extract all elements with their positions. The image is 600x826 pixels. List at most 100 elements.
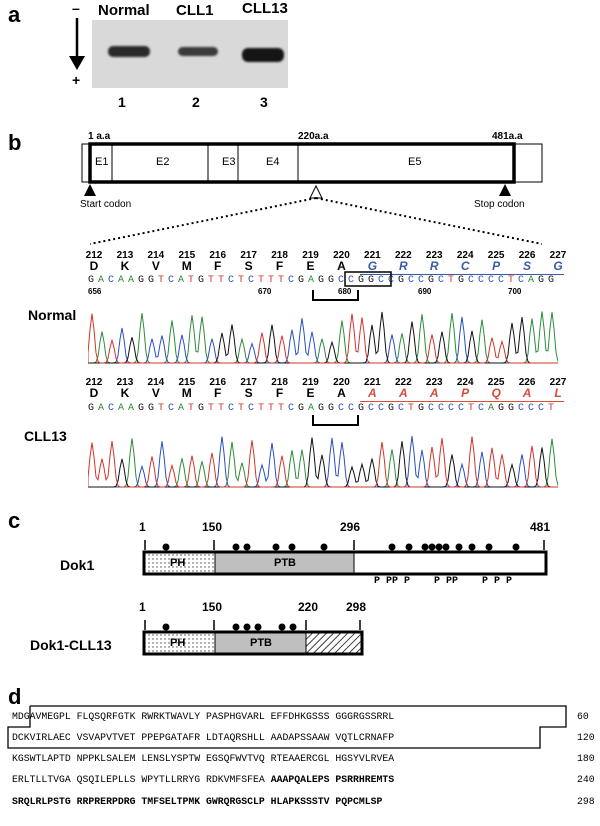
normal-base: T bbox=[188, 275, 195, 286]
exon-label-e1: E1 bbox=[95, 156, 109, 168]
normal-base: T bbox=[218, 275, 225, 286]
normal-base: T bbox=[508, 275, 515, 286]
normal-codon-number: 219 bbox=[302, 250, 319, 261]
polarity-minus: – bbox=[72, 0, 80, 16]
normal-amino-acid: G bbox=[553, 259, 563, 273]
lane-number-1: 1 bbox=[118, 94, 126, 110]
dna-position-marker: 690 bbox=[418, 287, 432, 296]
cll13-base: G bbox=[198, 403, 205, 414]
normal-base: T bbox=[238, 275, 245, 286]
dna-position-marker: 700 bbox=[508, 287, 522, 296]
cll13-base: T bbox=[468, 403, 475, 414]
cll13-codon-number: 219 bbox=[302, 377, 319, 388]
normal-trace-c bbox=[88, 316, 558, 364]
cll13-base: T bbox=[208, 403, 215, 414]
sequence-text: ERLTLLTVGA QSQILEPLLS WPYTLLRRYG RDKVMFS… bbox=[12, 774, 271, 785]
cll13-codon-underline bbox=[360, 401, 564, 402]
sequence-line: MDGAVMEGPL FLQSQRFGTK RWRKTWAVLY PASPHGV… bbox=[12, 711, 589, 722]
normal-base: T bbox=[278, 275, 285, 286]
normal-base: G bbox=[368, 275, 375, 286]
normal-base: G bbox=[458, 275, 465, 286]
exon-label-e4: E4 bbox=[266, 156, 280, 168]
gene-structure bbox=[81, 142, 543, 199]
cll13-codon-number: 224 bbox=[456, 377, 474, 388]
cll13-base: A bbox=[488, 403, 495, 414]
normal-base: G bbox=[148, 275, 155, 286]
cll13-amino-acid: V bbox=[151, 386, 160, 400]
normal-base: G bbox=[328, 275, 335, 286]
normal-codon-underline bbox=[360, 274, 564, 275]
dok1-ptb-label: PTB bbox=[274, 557, 296, 569]
normal-amino-acid: E bbox=[306, 259, 315, 273]
sequence-text: MDGAVMEGPL FLQSQRFGTK RWRKTWAVLY PASPHGV… bbox=[12, 711, 395, 722]
dok1-domain-map bbox=[142, 540, 548, 576]
normal-codon-number: 212 bbox=[85, 250, 103, 261]
normal-base: T bbox=[158, 275, 165, 286]
normal-amino-acid: G bbox=[367, 259, 378, 273]
normal-base: C bbox=[468, 275, 475, 286]
lane-label-cll13: CLL13 bbox=[242, 0, 288, 17]
normal-codon-number: 216 bbox=[209, 250, 227, 261]
normal-base: G bbox=[88, 275, 95, 286]
normal-codon-number: 221 bbox=[364, 250, 381, 261]
normal-trace-a bbox=[88, 311, 558, 364]
normal-base: C bbox=[518, 275, 525, 286]
cll13-base: C bbox=[448, 403, 455, 414]
cll13-amino-acid: F bbox=[275, 386, 284, 400]
panel-d-label: d bbox=[8, 684, 22, 709]
normal-base: A bbox=[128, 275, 135, 286]
normal-amino-acid: M bbox=[181, 259, 192, 273]
cll13-base: C bbox=[428, 403, 435, 414]
cll13-base: G bbox=[138, 403, 145, 414]
normal-base: A bbox=[308, 275, 315, 286]
cll13-base: A bbox=[118, 403, 125, 414]
cll13-base: G bbox=[508, 403, 515, 414]
dna-position-marker: 670 bbox=[258, 287, 272, 296]
cll13-base: C bbox=[108, 403, 115, 414]
normal-base: C bbox=[228, 275, 235, 286]
normal-base: T bbox=[258, 275, 265, 286]
cll13-base: T bbox=[238, 403, 245, 414]
normal-amino-acid: K bbox=[120, 259, 130, 273]
sequence-line-number: 298 bbox=[577, 796, 595, 807]
lane-number-3: 3 bbox=[260, 94, 268, 110]
sequence-line-number: 240 bbox=[577, 774, 595, 785]
proline-motifs: P PP P P PP P P P bbox=[374, 576, 513, 587]
sequence-frameshift-text: SRQLRLPSTG RRPRERPDRG TMFSELTPMK GWRQRGS… bbox=[12, 796, 383, 807]
polarity-plus: + bbox=[72, 72, 81, 88]
normal-base: G bbox=[428, 275, 435, 286]
zoom-lines bbox=[89, 197, 543, 245]
normal-label: Normal bbox=[28, 307, 77, 323]
dok1-tick-296: 296 bbox=[340, 520, 361, 534]
gel-image bbox=[92, 20, 288, 88]
cll13-amino-acid: D bbox=[89, 386, 99, 400]
cll13-base: G bbox=[418, 403, 425, 414]
cll13-amino-acid: L bbox=[554, 386, 562, 400]
cll13-base: C bbox=[348, 403, 355, 414]
normal-base: A bbox=[118, 275, 125, 286]
cll13-base: G bbox=[358, 403, 365, 414]
normal-amino-acid: S bbox=[244, 259, 253, 273]
sequence-line-number: 60 bbox=[577, 711, 589, 722]
cll13-base: C bbox=[518, 403, 525, 414]
sequence-frameshift-text: AAAPQALEPS PSRRHREMTS bbox=[270, 774, 395, 785]
dok1-tick-1: 1 bbox=[139, 520, 146, 534]
sequence-text: KGSWTLAPTD NPPKLSALEM LENSLYSPTW EGSQFWV… bbox=[12, 753, 395, 764]
exon-label-e3: E3 bbox=[222, 156, 236, 168]
pos-start-label: 1 a.a bbox=[88, 131, 111, 142]
mut-tick-150: 150 bbox=[202, 600, 223, 614]
normal-base: C bbox=[498, 275, 505, 286]
cll13-amino-acid: M bbox=[181, 386, 192, 400]
normal-codon-number: 213 bbox=[116, 250, 134, 261]
cll13-amino-acid: F bbox=[214, 386, 222, 400]
normal-base: C bbox=[168, 275, 175, 286]
